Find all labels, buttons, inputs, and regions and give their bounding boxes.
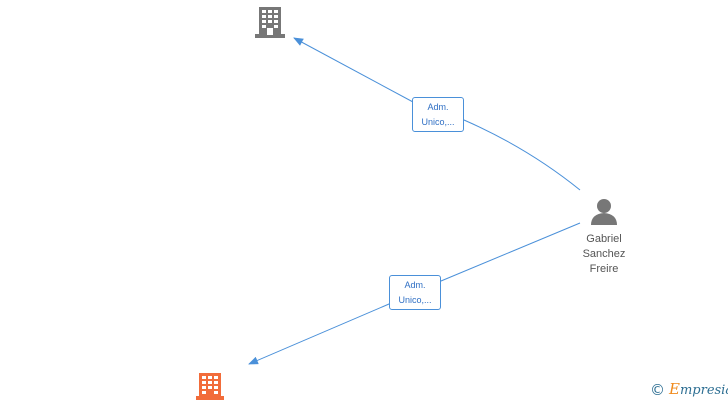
company-top-building-icon[interactable] (255, 7, 285, 38)
person-name-line-2: Sanchez (582, 248, 626, 260)
brand-rest: mpresia (679, 383, 728, 398)
empresia-watermark: © Empresia (650, 380, 728, 400)
edge-label-bottom-line-2: Unico,... (398, 295, 432, 305)
copyright-symbol: © (650, 380, 665, 399)
brand-logo-text: Empresia (669, 380, 728, 399)
brand-initial: E (669, 380, 680, 398)
edge-label-bottom[interactable]: Adm. Unico,... (389, 275, 441, 310)
person-icon[interactable] (591, 199, 617, 225)
edge-label-top[interactable]: Adm. Unico,... (412, 97, 464, 132)
company-bottom-building-icon[interactable] (196, 373, 224, 400)
edge-label-bottom-line-1: Adm. (404, 280, 426, 290)
edge-label-top-line-1: Adm. (427, 102, 449, 112)
edge-label-top-line-2: Unico,... (421, 117, 455, 127)
person-name-line-3: Freire (589, 263, 619, 275)
person-name-line-1: Gabriel (586, 233, 622, 245)
person-name[interactable]: Gabriel Sanchez Freire (567, 232, 641, 277)
edge-person-to-company-top (293, 37, 581, 191)
